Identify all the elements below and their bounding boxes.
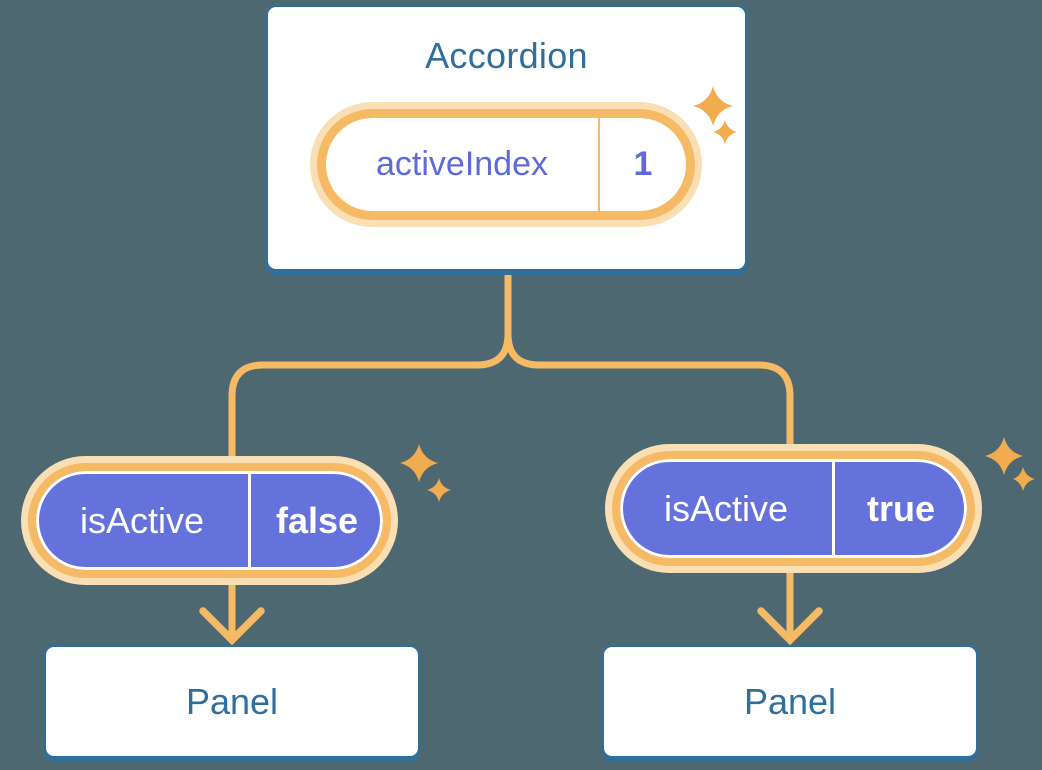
state-label: activeIndex xyxy=(376,145,548,183)
prop-label: isActive xyxy=(79,499,205,541)
sparkle-icon xyxy=(985,437,1023,475)
state-value: 1 xyxy=(633,145,653,183)
accordion-title: Accordion xyxy=(425,35,588,76)
state-divider xyxy=(598,118,600,211)
prop-divider xyxy=(832,459,835,558)
prop-pill-true: isActive true xyxy=(612,451,975,566)
sparkle-icon xyxy=(1013,467,1035,491)
panel-card-right: Panel xyxy=(602,645,978,758)
panel-card-left: Panel xyxy=(44,645,420,758)
arrowhead-icon xyxy=(199,607,265,646)
panel-title: Panel xyxy=(743,680,837,722)
accordion-card: Accordion activeIndex 1 xyxy=(266,5,747,271)
arrowhead-icon xyxy=(757,607,823,646)
sparkle-icon xyxy=(427,478,451,502)
panel-title: Panel xyxy=(185,680,279,722)
prop-pill-false: isActive false xyxy=(28,463,391,578)
state-pill: activeIndex 1 xyxy=(317,109,695,220)
sparkle-icon xyxy=(400,444,438,482)
connector-branch-right xyxy=(504,264,794,636)
prop-value: true xyxy=(866,487,935,529)
prop-value: false xyxy=(275,499,359,541)
prop-label: isActive xyxy=(663,487,789,529)
